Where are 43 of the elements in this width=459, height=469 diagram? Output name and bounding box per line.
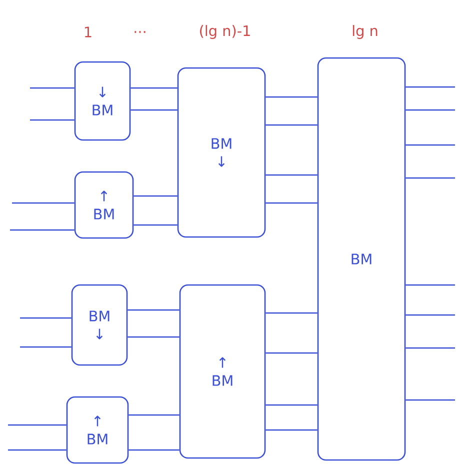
connector-line bbox=[30, 119, 74, 121]
block-box: ↑ BM bbox=[74, 171, 134, 239]
connector-line bbox=[266, 429, 318, 431]
connector-line bbox=[134, 195, 178, 197]
connector-line bbox=[20, 346, 72, 348]
connector-line bbox=[266, 124, 318, 126]
connector-line bbox=[128, 309, 180, 311]
connector-line bbox=[406, 284, 455, 286]
connector-line bbox=[266, 174, 318, 176]
connector-line bbox=[128, 336, 180, 338]
connector-line bbox=[406, 347, 455, 349]
connector-line bbox=[406, 314, 455, 316]
connector-line bbox=[406, 86, 455, 88]
stage-label: ... bbox=[134, 31, 146, 33]
block-box: BM ↓ bbox=[71, 284, 128, 366]
connector-line bbox=[134, 224, 178, 226]
block-box: ↑ BM bbox=[66, 396, 129, 464]
connector-line bbox=[266, 352, 318, 354]
block-box: BM ↓ bbox=[177, 67, 266, 238]
block-box: ↓ BM bbox=[74, 61, 131, 141]
block-box: ↑ BM bbox=[179, 284, 266, 459]
connector-line bbox=[406, 399, 455, 401]
connector-line bbox=[266, 312, 318, 314]
connector-line bbox=[406, 177, 455, 179]
connector-line bbox=[12, 202, 74, 204]
connector-line bbox=[130, 87, 178, 89]
connector-line bbox=[266, 404, 318, 406]
connector-line bbox=[266, 202, 318, 204]
connector-line bbox=[266, 96, 318, 98]
stage-label: lg n bbox=[352, 25, 378, 39]
connector-line bbox=[20, 317, 72, 319]
connector-line bbox=[130, 109, 178, 111]
connector-line bbox=[8, 424, 66, 426]
connector-line bbox=[128, 449, 180, 451]
connector-line bbox=[406, 144, 455, 146]
connector-line bbox=[10, 229, 74, 231]
block-box: BM bbox=[317, 57, 406, 461]
connector-line bbox=[8, 449, 66, 451]
connector-line bbox=[128, 414, 180, 416]
connector-line bbox=[30, 87, 74, 89]
stage-label: 1 bbox=[85, 26, 92, 38]
connector-line bbox=[406, 109, 455, 111]
stage-label: (lg n)-1 bbox=[200, 25, 250, 39]
